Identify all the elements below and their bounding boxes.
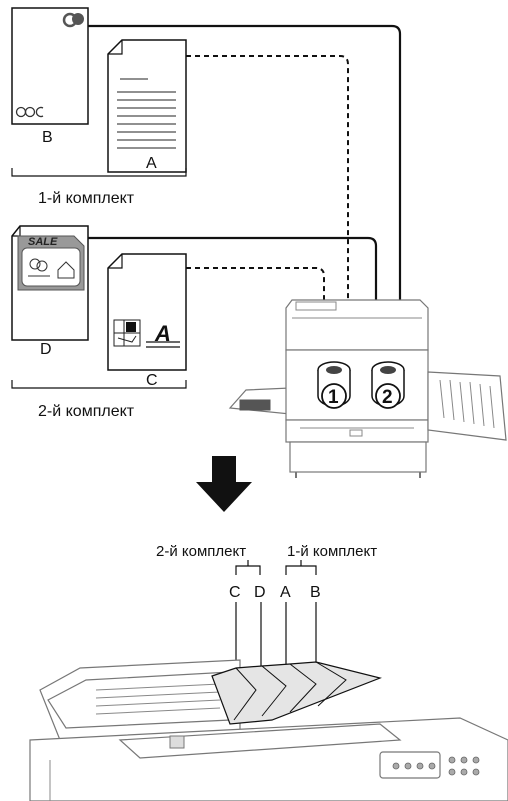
stack-label-d: D <box>254 584 266 601</box>
sale-text: SALE <box>28 236 58 248</box>
original-d-label: D <box>40 341 52 358</box>
drum-2-number: 2 <box>382 387 393 408</box>
paper-stack <box>212 662 380 724</box>
drum-1-number: 1 <box>328 387 339 408</box>
stack-label-a: A <box>280 584 291 601</box>
set2-label: 2-й комплект <box>38 403 135 420</box>
stack-label-b: B <box>310 584 321 601</box>
map-icon <box>114 320 140 346</box>
printer-machine <box>230 300 506 478</box>
drum-2: 2 <box>372 362 404 408</box>
sale-flyer-icon: SALE <box>18 236 84 290</box>
adf-set2-label: 2-й комплект <box>156 543 246 560</box>
set2-bracket: 2-й комплект <box>12 380 186 420</box>
original-b-label: B <box>42 129 53 146</box>
set1-label: 1-й комплект <box>38 190 135 207</box>
original-c: A C <box>108 254 186 389</box>
adf-labels: 2-й комплект 1-й комплект C D A B <box>156 543 377 680</box>
original-d: SALE D <box>12 226 88 358</box>
drum-1: 1 <box>318 362 350 408</box>
original-a: A <box>108 40 186 172</box>
down-arrow-icon <box>196 456 252 512</box>
original-c-label: C <box>146 372 158 389</box>
adf-set1-label: 1-й комплект <box>287 543 377 560</box>
set1-bracket: 1-й комплект <box>12 168 186 207</box>
original-a-label: A <box>146 155 157 172</box>
stack-label-c: C <box>229 584 241 601</box>
original-b: B <box>12 8 88 146</box>
